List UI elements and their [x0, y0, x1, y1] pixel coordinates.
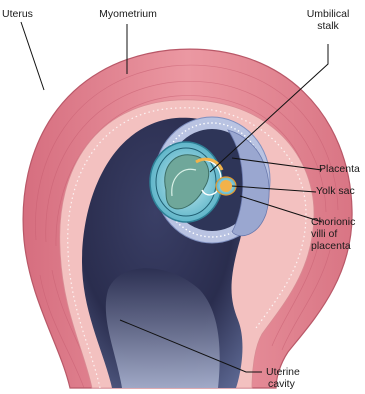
- leader-uterus: [21, 22, 44, 90]
- label-chorionic-villi-line2: villi of: [311, 228, 337, 240]
- label-uterine-cavity-line1: Uterine: [266, 366, 300, 378]
- label-placenta: Placenta: [319, 163, 360, 175]
- yolk-sac: [220, 180, 232, 192]
- label-umbilical-stalk-line1: Umbilical: [298, 8, 358, 20]
- label-yolk-sac: Yolk sac: [316, 185, 355, 197]
- label-uterus: Uterus: [2, 8, 33, 20]
- label-uterine-cavity-line2: cavity: [268, 378, 295, 390]
- label-chorionic-villi-line1: Chorionic: [311, 216, 355, 228]
- label-myometrium: Myometrium: [92, 8, 164, 20]
- label-chorionic-villi-line3: placenta: [311, 240, 351, 252]
- label-umbilical-stalk-line2: stalk: [298, 20, 358, 32]
